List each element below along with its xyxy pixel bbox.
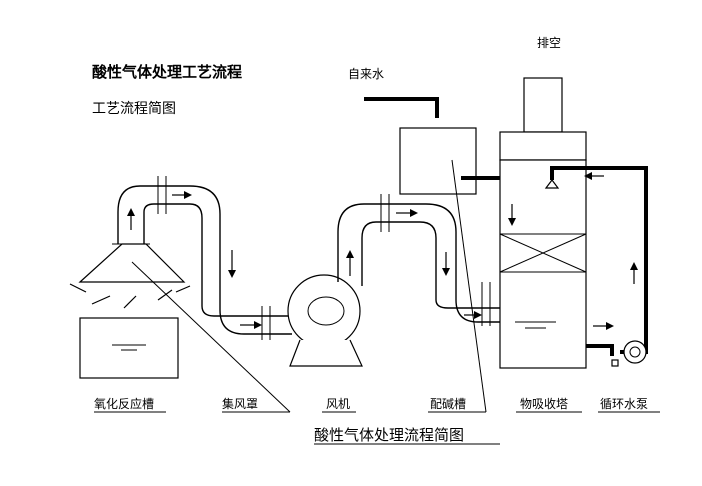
duct-fan-to-tower-inner bbox=[361, 221, 500, 309]
component-labels: 氧化反应槽 集风罩 风机 配碱槽 物吸收塔 循环水泵 bbox=[94, 396, 660, 413]
exhaust-label: 排空 bbox=[537, 36, 561, 50]
duct-hood-to-fan-outer bbox=[117, 185, 292, 335]
duct-flow-arrows-2 bbox=[346, 209, 482, 319]
duct-fan-to-tower-outer bbox=[337, 203, 500, 323]
diagram-caption: 酸性气体处理流程简图 bbox=[314, 426, 464, 444]
label-alkali-tank: 配碱槽 bbox=[430, 397, 466, 411]
label-fan: 风机 bbox=[326, 397, 350, 411]
hood-suction-arrows bbox=[69, 283, 191, 309]
tap-water-label: 自来水 bbox=[348, 67, 384, 81]
duct-valve-1 bbox=[157, 176, 167, 214]
tap-water-pipe bbox=[364, 97, 439, 118]
duct-flow-arrows bbox=[127, 191, 262, 329]
fan bbox=[287, 274, 363, 367]
duct-valve-3 bbox=[380, 194, 390, 232]
circulation-pump bbox=[611, 340, 647, 367]
circulation-flow-arrows bbox=[584, 172, 638, 284]
alkali-tank bbox=[399, 127, 477, 195]
label-oxidation-tank: 氧化反应槽 bbox=[94, 396, 154, 411]
label-absorption-tower: 物吸收塔 bbox=[520, 397, 568, 411]
leader-line-alkali bbox=[451, 159, 487, 413]
duct-valve-4 bbox=[481, 282, 491, 326]
duct-valve-2 bbox=[261, 306, 271, 340]
duct-hood-to-fan-inner bbox=[143, 203, 292, 317]
tower-to-pump-pipe bbox=[586, 344, 614, 356]
collection-hood bbox=[78, 243, 186, 283]
diagram-subtitle: 工艺流程简图 bbox=[92, 100, 176, 117]
leader-line-hood bbox=[131, 261, 291, 413]
diagram-title: 酸性气体处理工艺流程 bbox=[92, 63, 242, 81]
label-circulation-pump: 循环水泵 bbox=[600, 397, 648, 411]
absorption-tower bbox=[499, 77, 614, 369]
oxidation-tank bbox=[79, 317, 179, 379]
label-collection-hood: 集风罩 bbox=[222, 396, 258, 411]
